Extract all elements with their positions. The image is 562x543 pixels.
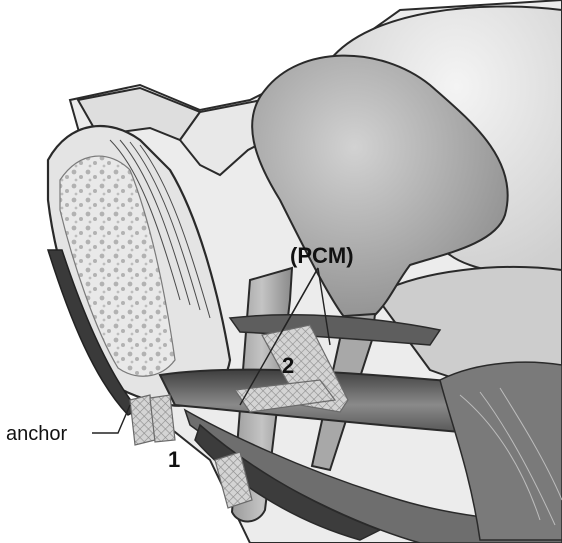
anchor-label: anchor <box>6 423 67 445</box>
pcm-label: (PCM) <box>290 243 354 268</box>
marker-2-label: 2 <box>282 353 294 378</box>
marker-1-label: 1 <box>168 447 180 472</box>
